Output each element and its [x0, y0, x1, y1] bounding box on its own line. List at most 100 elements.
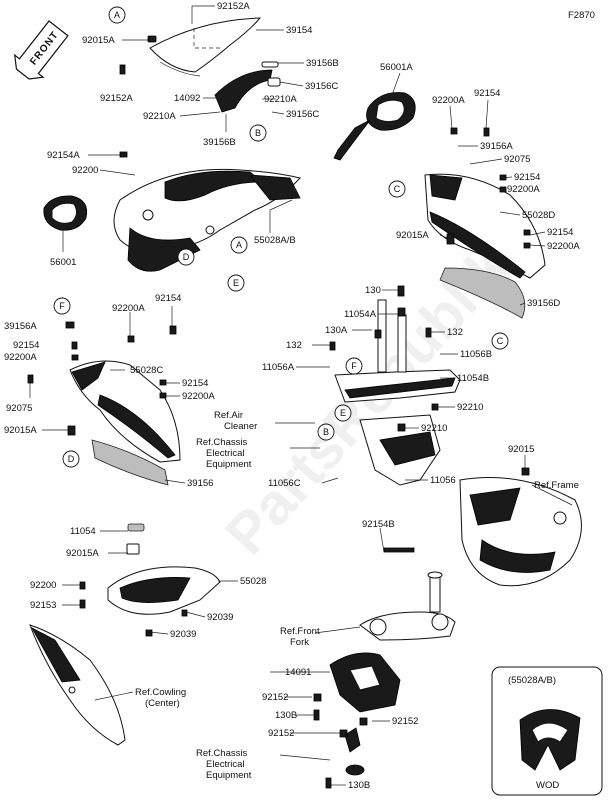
upper-cowl-part: [113, 168, 301, 272]
label-39156A-l: 39156A: [4, 321, 37, 332]
label-92154-top: 92154: [474, 88, 500, 99]
label-132-l: 132: [286, 340, 302, 351]
ref-chassis-elec-2-line2: Electrical: [206, 759, 245, 770]
reference-notes: Ref.Air Cleaner Ref.Chassis Electrical E…: [135, 410, 579, 781]
label-92154-m: 92154: [155, 293, 181, 304]
letter-d-left: D: [68, 454, 75, 464]
label-11056B: 11056B: [460, 349, 492, 360]
label-92200A-r1: 92200A: [432, 95, 465, 106]
label-39156A-r: 39156A: [480, 141, 513, 152]
ref-cowling-center-line2: (Center): [145, 698, 180, 709]
label-92152-2: 92152: [392, 716, 418, 727]
letter-a-top: A: [114, 10, 120, 20]
pad-39156D-part: [439, 267, 526, 319]
reference-letter-circles: A B C A D E F C F E B D: [53, 6, 509, 468]
label-92200-l: 92200: [72, 165, 98, 176]
ref-cowling-center-line1: Ref.Cowling: [135, 687, 186, 698]
ref-chassis-elec-2-line3: Equipment: [206, 770, 252, 781]
label-130B-2: 130B: [348, 780, 370, 791]
mirror-left-part: [43, 195, 88, 231]
fasteners: [27, 35, 531, 789]
label-55028A-B: 55028A/B: [254, 235, 296, 246]
figure-code: F2870: [568, 10, 595, 21]
label-92152A-top: 92152A: [217, 1, 250, 12]
ref-front-fork-line1: Ref.Front: [280, 626, 320, 637]
inset-caption: WOD: [536, 780, 559, 791]
side-panel-left-part: [69, 360, 181, 463]
label-92154B: 92154B: [362, 519, 395, 530]
ref-chassis-elec-1-line1: Ref.Chassis: [196, 437, 247, 448]
letter-e-mid: E: [233, 278, 239, 288]
pad-39156-part: [91, 439, 169, 486]
label-92200-b: 92200: [30, 580, 56, 591]
label-55028: 55028: [240, 576, 266, 587]
ref-chassis-elec-1-line3: Equipment: [206, 459, 252, 470]
label-92154-r2: 92154: [514, 172, 540, 183]
label-39156C-1: 39156C: [305, 81, 338, 92]
inset-box: (55028A/B) WOD: [491, 666, 603, 796]
label-92152A-left: 92152A: [100, 93, 133, 104]
label-11054B: 11054B: [457, 373, 489, 384]
letter-c-mid: C: [497, 336, 504, 346]
letter-f-mid: F: [351, 361, 357, 371]
label-14091: 14091: [285, 667, 311, 678]
label-39156D: 39156D: [527, 298, 560, 309]
label-92154-l2: 92154: [13, 340, 39, 351]
ref-frame: Ref.Frame: [534, 480, 579, 491]
label-92152-3: 92152: [268, 728, 294, 739]
bracket-assembly-part: [334, 299, 461, 486]
label-92039-1: 92039: [207, 612, 233, 623]
label-55028C: 55028C: [130, 365, 163, 376]
label-92154-m2: 92154: [182, 378, 208, 389]
ref-chassis-elec-1-line2: Electrical: [206, 448, 245, 459]
center-cowling-part: [29, 624, 126, 746]
front-fork-clamp-part: [359, 571, 456, 641]
label-92154A: 92154A: [47, 150, 80, 161]
letter-b-bracket: B: [323, 427, 329, 437]
stay-14091-part: [329, 652, 401, 713]
label-92154-r3: 92154: [547, 227, 573, 238]
grommet-part: [344, 727, 365, 776]
label-92200A-r3: 92200A: [547, 241, 580, 252]
label-55028D: 55028D: [522, 210, 555, 221]
label-92015: 92015: [508, 444, 534, 455]
label-130B-1: 130B: [275, 710, 297, 721]
label-39156B: 39156B: [306, 58, 339, 69]
letter-d-mid: D: [183, 252, 190, 262]
label-92200A-m: 92200A: [112, 303, 145, 314]
label-92015A-top: 92015A: [82, 35, 115, 46]
label-92152-1: 92152: [262, 692, 288, 703]
letter-a-mid: A: [236, 240, 242, 250]
label-92200A-l2: 92200A: [4, 352, 37, 363]
ref-front-fork-line2: Fork: [290, 637, 309, 648]
front-arrow-icon: FRONT: [13, 20, 69, 80]
label-92015A-b: 92015A: [66, 548, 99, 559]
letter-b-top: B: [255, 128, 261, 138]
letter-f-left: F: [59, 301, 65, 311]
mirror-right-part: [333, 92, 416, 161]
ref-air-cleaner-line1: Ref.Air: [214, 410, 243, 421]
label-56001A: 56001A: [380, 62, 413, 73]
label-56001: 56001: [50, 257, 76, 268]
label-92210-1: 92210: [457, 402, 483, 413]
label-92153: 92153: [30, 600, 56, 611]
leader-lines: [29, 5, 573, 786]
label-11056: 11056: [430, 475, 456, 486]
label-92015A-r: 92015A: [396, 230, 429, 241]
windshield-part: [149, 17, 262, 77]
label-92210A-2: 92210A: [143, 111, 176, 122]
label-132-r: 132: [447, 327, 463, 338]
label-14092: 14092: [174, 93, 200, 104]
ref-chassis-elec-2-line1: Ref.Chassis: [196, 748, 247, 759]
label-92200A-m2: 92200A: [182, 391, 215, 402]
label-11056A: 11056A: [262, 362, 295, 373]
ref-air-cleaner-line2: Cleaner: [224, 421, 257, 432]
side-panel-right-part: [424, 173, 546, 279]
letter-e-bracket: E: [340, 408, 346, 418]
frame-part: [459, 477, 582, 587]
label-92039-2: 92039: [170, 629, 196, 640]
label-39156: 39156: [187, 478, 213, 489]
label-11054A: 11054A: [344, 309, 377, 320]
label-130: 130: [365, 285, 381, 296]
